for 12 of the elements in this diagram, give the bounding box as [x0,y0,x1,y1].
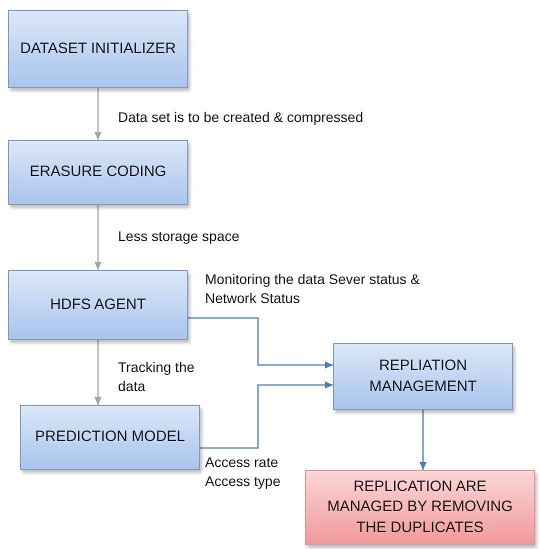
arrow [94,205,102,270]
arrow [188,317,333,369]
arrow [94,340,102,405]
process-box: PREDICTION MODEL [20,405,200,470]
process-box: ERASURE CODING [8,140,188,205]
process-box: REPLICATION ARE MANAGED BY REMOVING THE DUPLICATES [305,470,535,545]
arrow [419,410,427,470]
arrow [94,88,102,140]
process-box: DATASET INITIALIZER [8,10,188,88]
process-box: REPLIATION MANAGEMENT [333,343,513,410]
arrow [200,381,333,449]
process-box: HDFS AGENT [8,270,188,340]
